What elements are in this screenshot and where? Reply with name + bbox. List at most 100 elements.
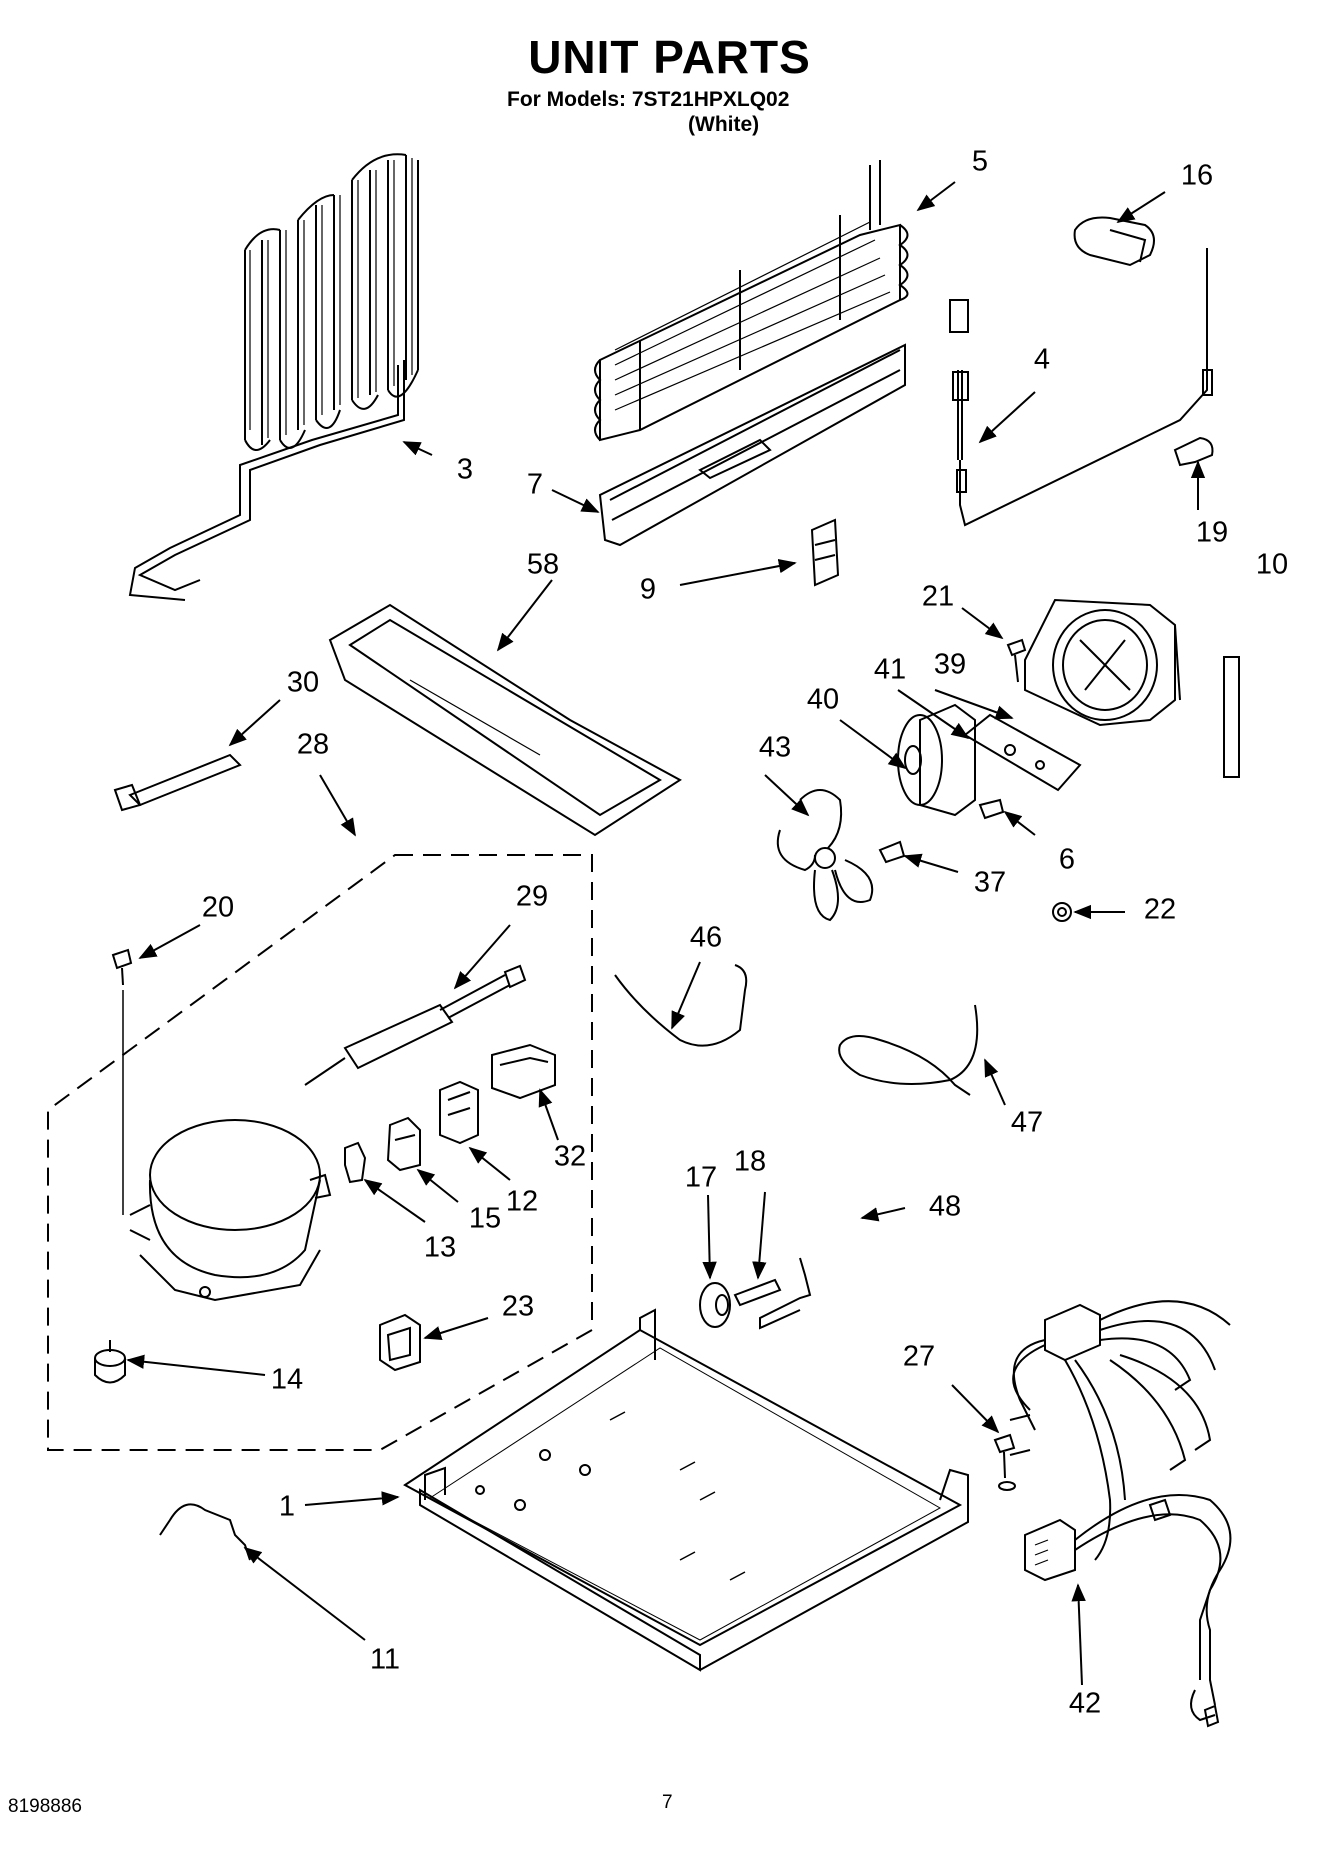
callout-18: 18 [733,1145,767,1178]
screw [878,840,906,864]
leader-21 [961,607,1004,640]
callout-39: 39 [933,648,967,681]
callout-32: 32 [553,1140,587,1173]
terminal-connector [344,1141,367,1184]
models-line: For Models: 7ST21HPXLQ02 [507,88,790,111]
cable-tie [113,753,242,812]
leader-4 [978,391,1036,444]
fan-bracket [1024,598,1181,727]
callout-29: 29 [515,880,549,913]
callout-42: 42 [1068,1687,1102,1720]
condenser-coil [128,153,419,601]
tube-loop [838,1004,979,1096]
compressor [129,1119,332,1302]
clip-part [1173,436,1214,467]
leader-40 [839,719,907,770]
color-line: (White) [688,113,760,136]
leader-3 [402,441,433,456]
callout-28: 28 [296,728,330,761]
callout-11: 11 [369,1643,401,1676]
thermistor-wire [949,248,1213,527]
callout-15: 15 [468,1202,502,1235]
base-frame [403,1308,969,1672]
leader-39 [934,689,1014,720]
leader-58 [496,579,553,652]
tube [759,1257,812,1330]
callout-43: 43 [758,731,792,764]
callout-13: 13 [423,1231,457,1264]
leader-15 [416,1168,459,1203]
leader-47 [984,1058,1006,1106]
screw [111,948,133,1215]
leader-41 [897,689,970,740]
evaporator [594,160,909,442]
drain-pan [328,603,682,837]
leader-12 [468,1146,511,1181]
callout-14: 14 [270,1363,304,1396]
axle-pin [733,1278,782,1307]
callout-47: 47 [1010,1106,1044,1139]
page-title: UNIT PARTS [528,31,811,83]
leader-11 [243,1546,366,1641]
leader-20 [138,924,201,959]
callout-27: 27 [902,1340,936,1373]
overload-protector [386,1116,421,1172]
roller [699,1282,731,1328]
callout-17: 17 [684,1161,718,1194]
leader-6 [1003,810,1036,836]
compressor-group-outline [47,854,593,1451]
leader-43 [764,774,810,817]
callout-21: 21 [921,580,955,613]
leader-1 [304,1491,400,1506]
leader-7 [551,489,600,513]
callout-9: 9 [639,573,657,606]
screw [993,1433,1016,1491]
leader-46 [671,961,701,1030]
callout-37: 37 [973,866,1007,899]
retaining-clip [159,1503,251,1561]
leader-29 [453,924,511,990]
filter-dryer [304,964,527,1086]
callout-22: 22 [1143,893,1177,926]
leader-48 [860,1207,906,1222]
leader-32 [538,1088,559,1141]
callout-40: 40 [806,683,840,716]
screw [1006,638,1027,683]
leader-17 [702,1194,717,1280]
callout-6: 6 [1058,843,1076,876]
callout-23: 23 [501,1290,535,1323]
leader-30 [228,699,281,747]
grommet [1052,902,1072,922]
callout-5: 5 [971,145,989,178]
callout-16: 16 [1180,159,1214,192]
relay-cover [491,1043,556,1100]
callout-7: 7 [526,468,544,501]
cap-part [1073,216,1155,267]
fan-motor [897,703,976,817]
callout-48: 48 [928,1190,962,1223]
start-relay [439,1080,479,1145]
callout-20: 20 [201,891,235,924]
leader-28 [319,774,356,837]
leader-5 [916,181,956,212]
leader-27 [951,1384,1000,1434]
leader-14 [126,1354,266,1376]
leader-9 [679,558,797,586]
document-number: 8198886 [8,1796,82,1817]
tube [614,964,748,1047]
clip-part [810,518,840,587]
motor-mount-plate [963,713,1082,792]
callout-3: 3 [456,453,474,486]
leader-13 [363,1178,426,1223]
callout-1: 1 [278,1490,296,1523]
leader-16 [1116,191,1166,223]
leader-23 [423,1317,489,1340]
callout-41: 41 [873,653,907,686]
callout-4: 4 [1033,343,1051,376]
wiring-harness [1009,1300,1232,1728]
callout-58: 58 [526,548,560,581]
grommet [94,1340,126,1384]
callout-10: 10 [1255,548,1289,581]
callout-46: 46 [689,921,723,954]
